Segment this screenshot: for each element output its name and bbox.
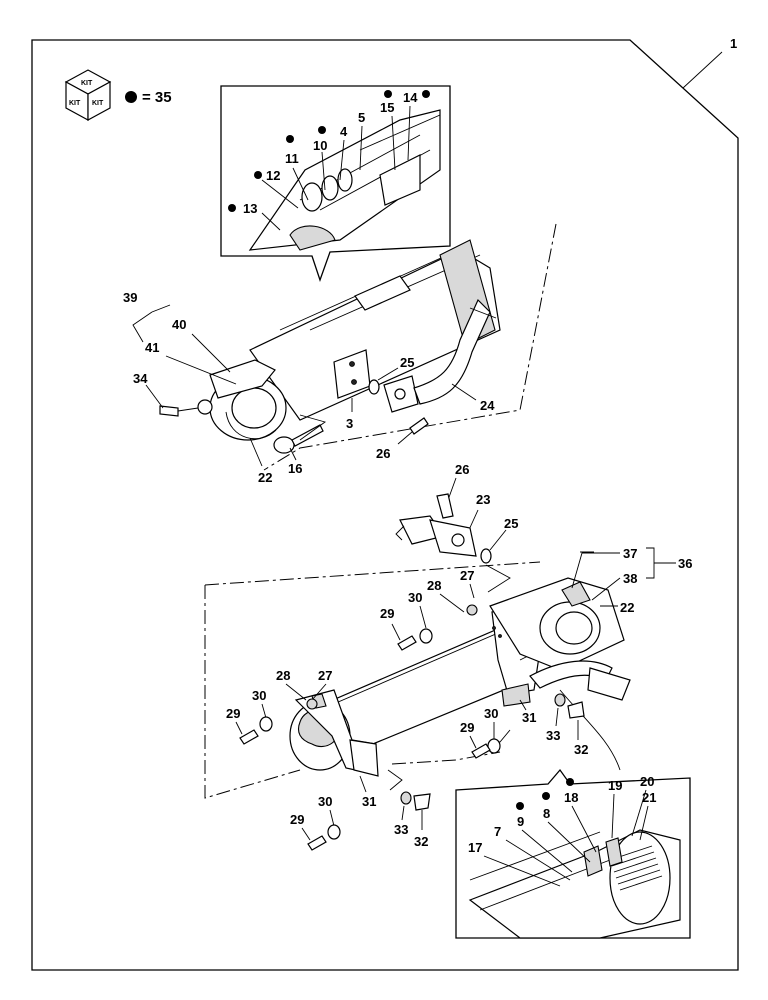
- callout-29-mid: 29: [460, 720, 474, 735]
- callout-30-left-upper: 30: [252, 688, 266, 703]
- bolt-16: [273, 424, 324, 454]
- callout-25-lower: 25: [504, 516, 518, 531]
- callout-17: 17: [468, 840, 482, 855]
- o-ring-25-lower: [480, 548, 492, 564]
- callout-39: 39: [123, 290, 137, 305]
- callout-26-upper: 26: [376, 446, 390, 461]
- callout-40: 40: [172, 317, 186, 332]
- callout-41: 41: [145, 340, 159, 355]
- callout-29-right: 29: [380, 606, 394, 621]
- bolt-26-upper: [409, 417, 429, 435]
- bolt-32-left: [413, 793, 431, 811]
- callout-12: 12: [266, 168, 280, 183]
- callout-31-right: 31: [522, 710, 536, 725]
- grease-fitting-34: [159, 399, 213, 417]
- rod-eye-22: [209, 359, 287, 441]
- callout-22-upper: 22: [258, 470, 272, 485]
- callout-9: 9: [517, 814, 524, 829]
- callout-22-lower: 22: [620, 600, 634, 615]
- nut-27-right: [466, 604, 478, 616]
- callout-24: 24: [480, 398, 495, 413]
- callout-37: 37: [623, 546, 637, 561]
- piston-detail: [468, 829, 681, 939]
- callout-30-mid: 30: [484, 706, 498, 721]
- callout-11: 11: [285, 151, 299, 166]
- washer-30-mid: [487, 738, 501, 754]
- callout-4: 4: [340, 124, 348, 139]
- callout-36: 36: [678, 556, 692, 571]
- callout-20: 20: [640, 774, 654, 789]
- callout-3: 3: [346, 416, 353, 431]
- callout-33-right: 33: [546, 728, 560, 743]
- callout-30-bottom: 30: [318, 794, 332, 809]
- washer-33-right: [554, 693, 566, 707]
- callout-13: 13: [243, 201, 257, 216]
- callout-16: 16: [288, 461, 302, 476]
- callout-21: 21: [642, 790, 656, 805]
- callout-1: 1: [730, 36, 737, 51]
- hose-assembly: [529, 660, 631, 771]
- callout-5: 5: [358, 110, 365, 125]
- top-detail-inset-frame: [220, 85, 451, 282]
- bolt-29-right: [397, 635, 417, 651]
- o-ring-25-upper: [368, 379, 380, 395]
- callout-28-right: 28: [427, 578, 441, 593]
- cylinder-head-end: [489, 577, 625, 671]
- pipe-24: [413, 298, 497, 405]
- clamp-band-left: [294, 689, 379, 777]
- washer-30-bottom: [327, 824, 341, 840]
- callout-29-bottom: 29: [290, 812, 304, 827]
- washer-33-left: [400, 791, 412, 805]
- callout-30-right: 30: [408, 590, 422, 605]
- bolt-29-mid: [471, 743, 491, 759]
- callout-27-left: 27: [318, 668, 332, 683]
- callout-28-left: 28: [276, 668, 290, 683]
- callout-23: 23: [476, 492, 490, 507]
- nut-27-left: [306, 698, 318, 710]
- lower-assembly-boundary: [204, 551, 596, 799]
- legend-equals-35: = 35: [142, 89, 172, 106]
- svg-text:KIT: KIT: [81, 80, 93, 87]
- callout-8: 8: [543, 806, 550, 821]
- callout-18: 18: [564, 790, 578, 805]
- bolt-29-left: [239, 729, 259, 745]
- callout-29-left-upper: 29: [226, 706, 240, 721]
- callout-31-left: 31: [362, 794, 376, 809]
- svg-text:KIT: KIT: [69, 100, 81, 107]
- bolt-26-lower: [436, 493, 454, 519]
- callout-15: 15: [380, 100, 394, 115]
- kit-box-icon: KIT KIT KIT: [64, 69, 112, 122]
- bolt-32-right: [567, 701, 585, 719]
- washer-30-right: [419, 628, 433, 644]
- callout-14: 14: [403, 90, 418, 105]
- callout-38: 38: [623, 571, 637, 586]
- flange-upper: [383, 375, 419, 413]
- callout-34: 34: [133, 371, 148, 386]
- diagram-frame: [31, 39, 739, 971]
- callout-7: 7: [494, 824, 501, 839]
- callout-32-left: 32: [414, 834, 428, 849]
- callout-10: 10: [313, 138, 327, 153]
- callout-33-left: 33: [394, 822, 408, 837]
- callout-32-right: 32: [574, 742, 588, 757]
- callout-19: 19: [608, 778, 622, 793]
- washer-30-left: [259, 716, 273, 732]
- rod-head-detail: [248, 109, 441, 251]
- bolt-29-bottom: [307, 835, 327, 851]
- callout-27-right: 27: [460, 568, 474, 583]
- bottom-detail-inset-frame: [455, 768, 691, 939]
- bullet-icon: [125, 91, 137, 103]
- callout-26-lower: 26: [455, 462, 469, 477]
- pipe-23-flange: [395, 515, 477, 557]
- svg-text:KIT: KIT: [92, 100, 104, 107]
- callout-25-upper: 25: [400, 355, 414, 370]
